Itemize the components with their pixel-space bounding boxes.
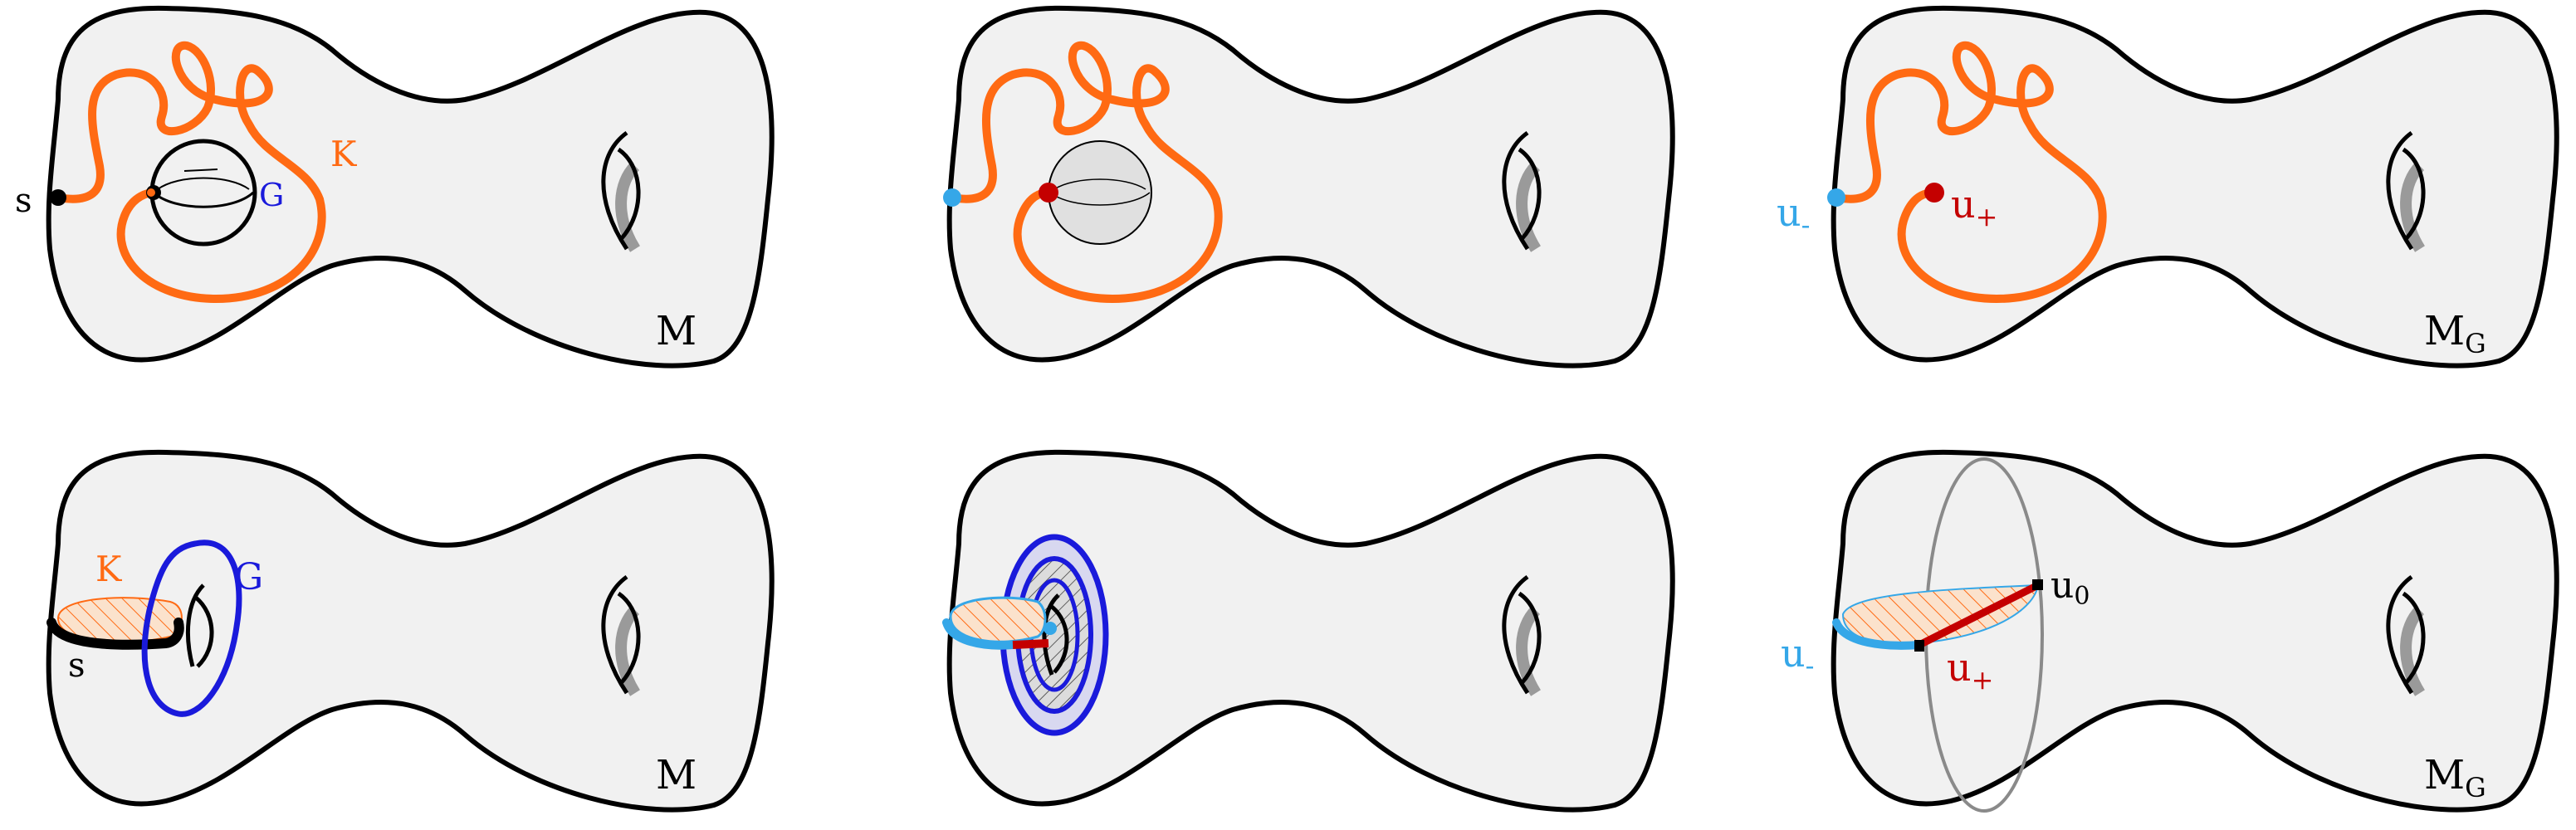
- knot-k: [948, 41, 1223, 304]
- label-u-plus: u+: [1947, 645, 1993, 696]
- label-g: G: [234, 556, 263, 598]
- label-u-minus: u-: [1777, 190, 1810, 241]
- label-m: M: [656, 752, 697, 798]
- arc-red: [1012, 639, 1049, 649]
- point-junction: [1914, 640, 1924, 652]
- label-s: s: [15, 182, 32, 220]
- label-s: s: [68, 647, 86, 685]
- torus-neighborhood: [1000, 534, 1109, 736]
- panel-bottom-left: K G s M: [49, 452, 772, 810]
- label-k: K: [95, 549, 123, 589]
- point-u-minus: [1827, 188, 1845, 207]
- arc-u-plus: [1917, 581, 2041, 649]
- knot-k: [1832, 41, 2107, 304]
- label-k: K: [330, 134, 358, 174]
- panel-bottom-right: u- u+ u0 MG: [1781, 452, 2557, 813]
- disk-k: [949, 596, 1047, 643]
- panel-top-left: s K G M: [15, 8, 772, 366]
- panel-top-right: u- u+ MG: [1777, 8, 2557, 366]
- arc-cyan: [942, 618, 1017, 650]
- label-u-plus: u+: [1951, 182, 1997, 232]
- sphere-g: [149, 139, 257, 247]
- point-u-zero: [2032, 579, 2043, 590]
- loop-g: [141, 540, 242, 717]
- point-s: [50, 189, 66, 206]
- knot-k: [54, 41, 326, 304]
- point-red: [1039, 183, 1058, 203]
- panel-bottom-middle: [942, 452, 1673, 810]
- label-m: M: [656, 308, 697, 354]
- panel-top-middle: [943, 8, 1673, 366]
- label-m-g: MG: [2424, 752, 2486, 803]
- label-u-minus: u-: [1781, 631, 1814, 681]
- arc-u-minus: [1832, 618, 1923, 650]
- point-u-plus: [1924, 183, 1944, 203]
- label-m-g: MG: [2424, 308, 2486, 359]
- label-u-zero: u0: [2051, 564, 2090, 611]
- sphere-filled: [1048, 140, 1152, 245]
- label-g: G: [259, 177, 284, 213]
- point-cyan: [943, 188, 961, 207]
